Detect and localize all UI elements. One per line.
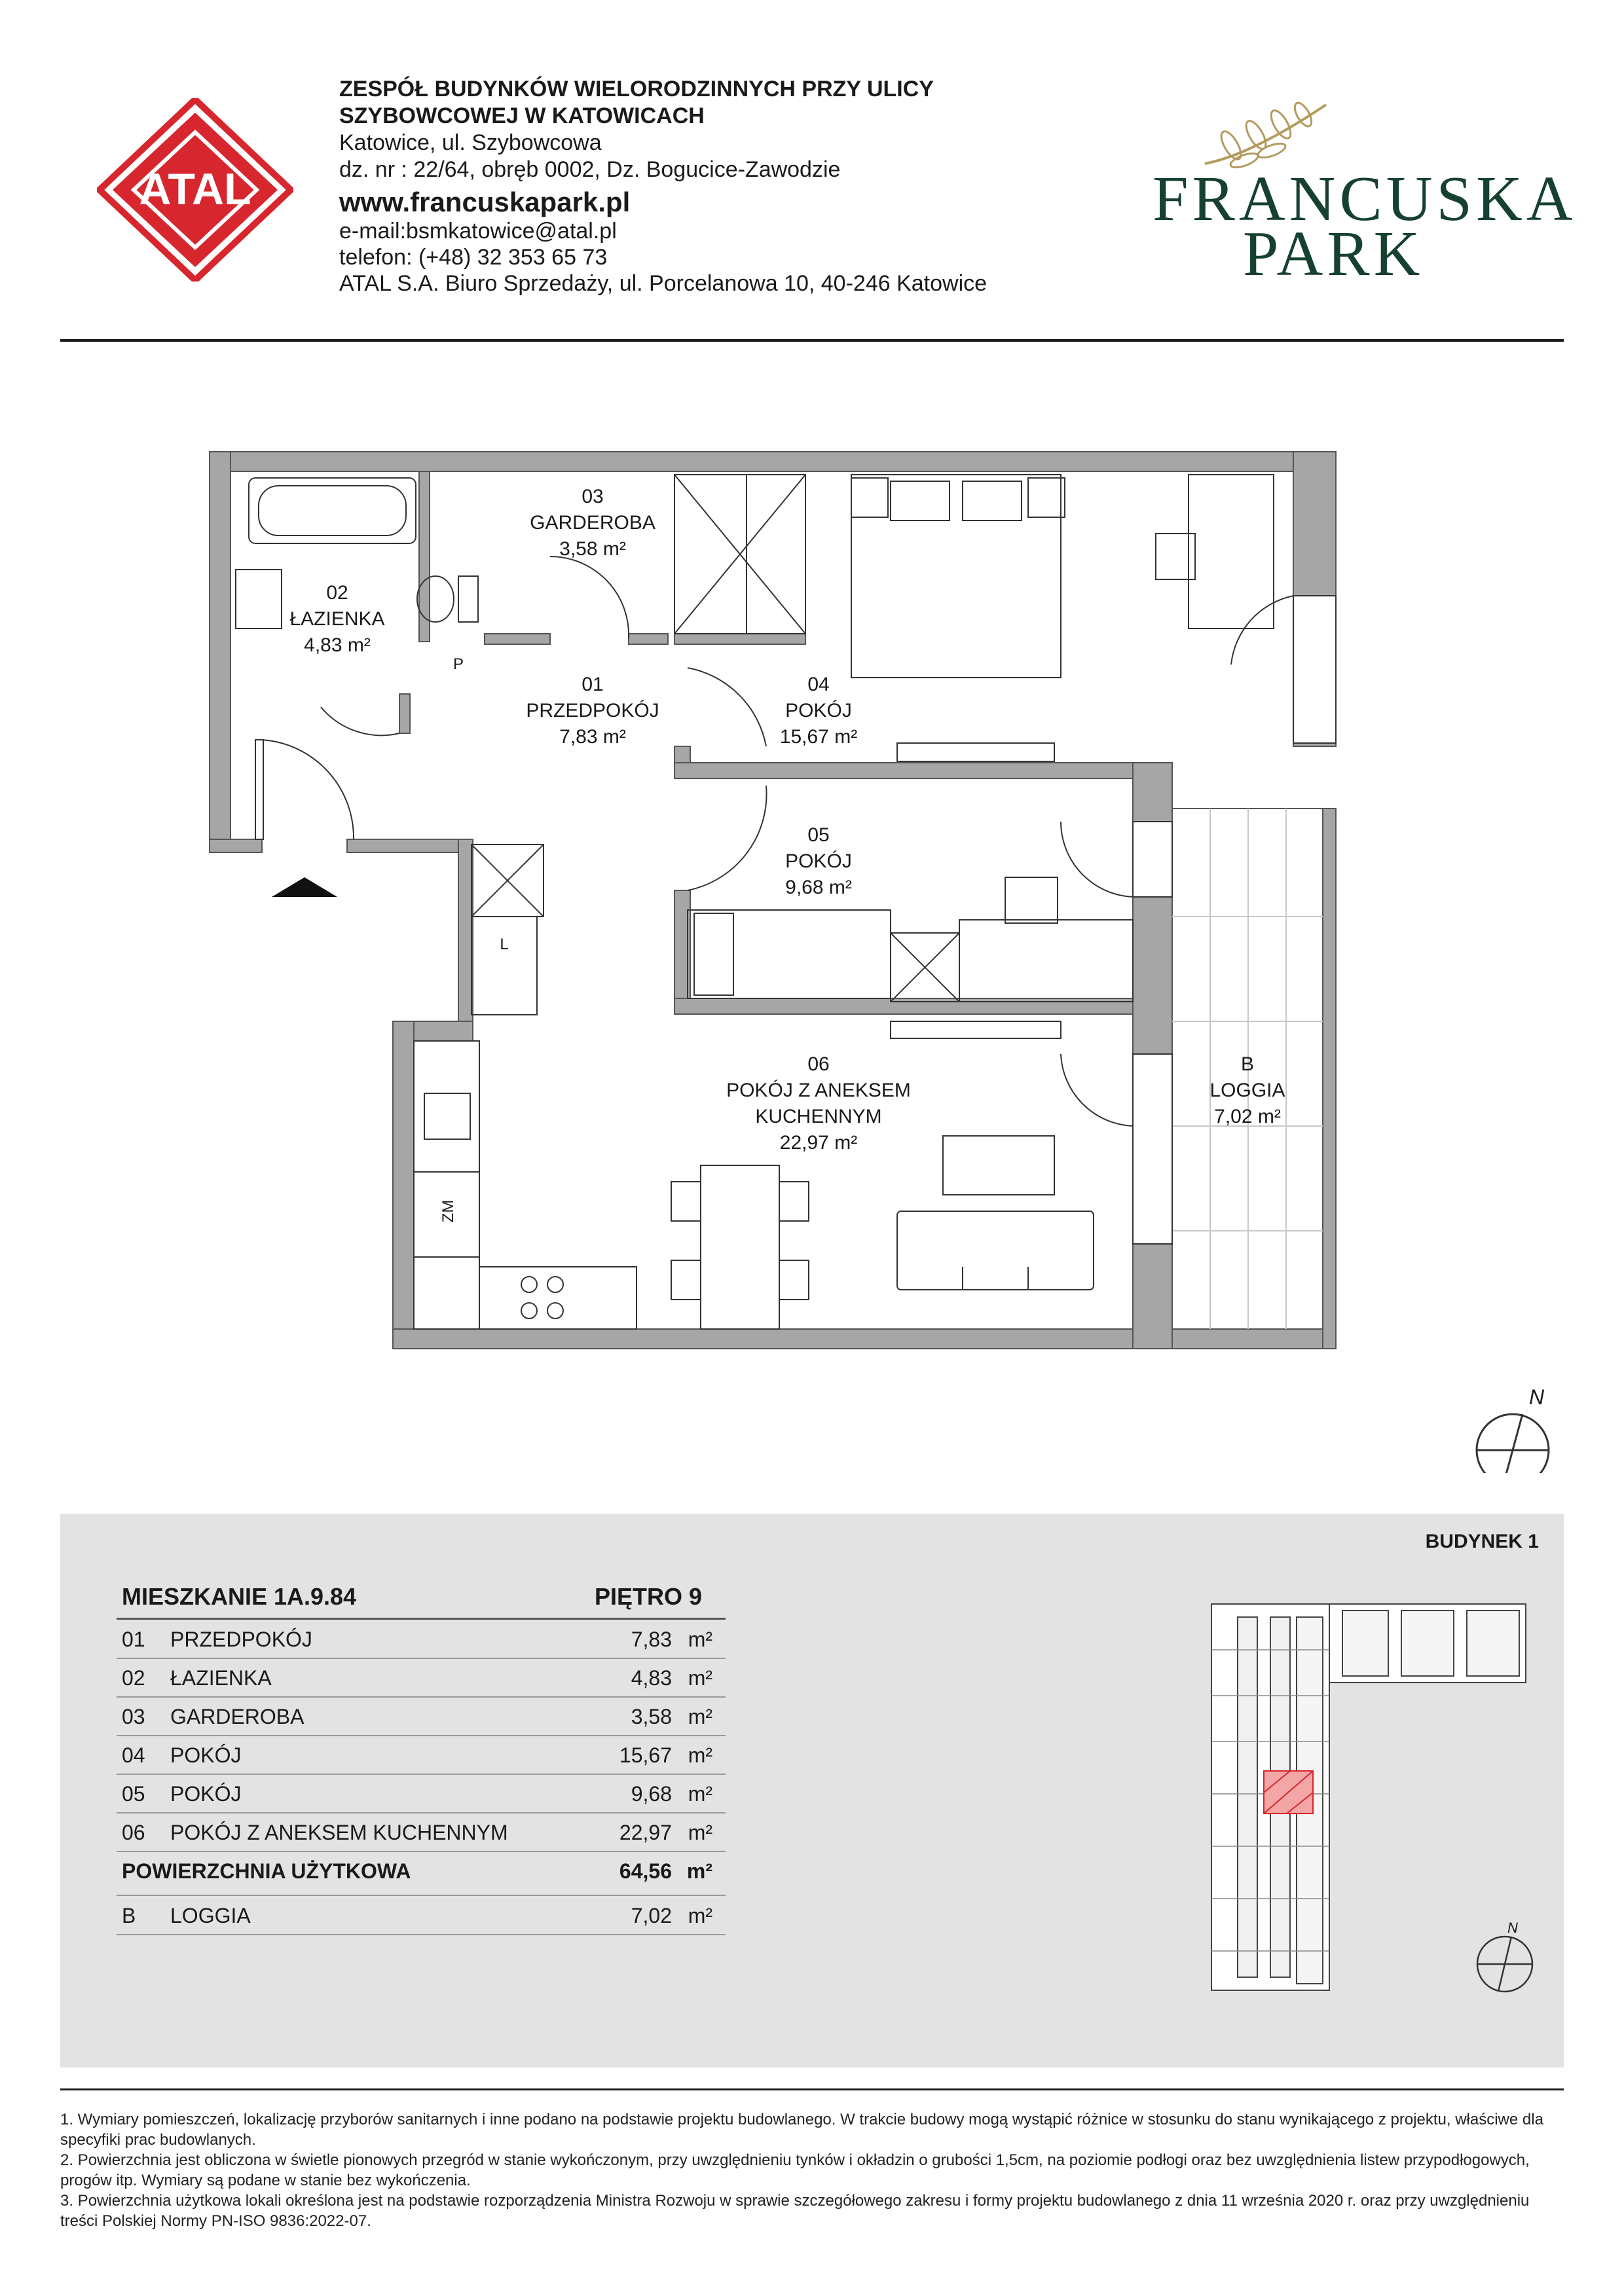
fixture-label-p: P <box>453 655 464 673</box>
compass-icon: N <box>1475 1385 1550 1473</box>
fixture-label-l: L <box>500 936 508 953</box>
room-label-02: 02 ŁAZIENKA 4,83 m² <box>289 582 384 656</box>
bathtub-icon <box>248 477 416 544</box>
key-plan-compass-icon: N <box>1476 1920 1534 1993</box>
atal-logo: ATAL <box>94 95 296 285</box>
svg-text:PRZEDPOKÓJ: PRZEDPOKÓJ <box>526 700 659 721</box>
svg-text:POKÓJ Z ANEKSEM: POKÓJ Z ANEKSEM <box>726 1080 911 1101</box>
office-text: ATAL S.A. Biuro Sprzedaży, ul. Porcelano… <box>339 271 987 296</box>
laurel-icon <box>1204 101 1327 169</box>
dining-table-icon <box>700 1165 780 1330</box>
project-address: Katowice, ul. Szybowcowa <box>339 130 602 155</box>
project-title-line2: SZYBOWCOWEJ W KATOWICACH <box>339 103 705 128</box>
website-link[interactable]: www.francuskapark.pl <box>339 187 631 217</box>
svg-text:01: 01 <box>581 674 603 695</box>
room-label-b: B LOGGIA 7,02 m² <box>1209 1053 1285 1127</box>
svg-text:06: 06 <box>807 1053 829 1075</box>
room-label-01: 01 PRZEDPOKÓJ 7,83 m² <box>526 674 659 748</box>
svg-text:B: B <box>1241 1053 1254 1075</box>
svg-text:LOGGIA: LOGGIA <box>1209 1080 1285 1101</box>
header-divider <box>60 339 1564 342</box>
project-parcel: dz. nr : 22/64, obręb 0002, Dz. Bogucice… <box>339 157 841 182</box>
svg-text:POKÓJ: POKÓJ <box>785 850 852 872</box>
apartment-number: MIESZKANIE 1A.9.84 <box>122 1583 357 1610</box>
building-label: BUDYNEK 1 <box>1425 1531 1539 1552</box>
sink-icon <box>424 1093 471 1140</box>
svg-text:15,67 m²: 15,67 m² <box>780 726 857 748</box>
project-title-line1: ZESPÓŁ BUDYNKÓW WIELORODZINNYCH PRZY ULI… <box>339 77 934 101</box>
fixtures <box>235 474 1337 1330</box>
desk-icon <box>959 919 1134 1002</box>
svg-text:05: 05 <box>807 824 829 846</box>
phone-text: telefon: (+48) 32 353 65 73 <box>339 245 608 270</box>
svg-text:02: 02 <box>326 582 348 604</box>
sofa-icon <box>896 1211 1094 1290</box>
fixture-label-zm: ZM <box>439 1200 457 1223</box>
svg-text:N: N <box>1507 1920 1518 1936</box>
svg-text:22,97 m²: 22,97 m² <box>780 1132 857 1154</box>
loggia-floor <box>1172 808 1323 1330</box>
svg-text:7,83 m²: 7,83 m² <box>559 726 626 748</box>
washbasin-icon <box>235 569 282 629</box>
building-key-plan <box>1211 1603 1526 1991</box>
svg-text:KUCHENNYM: KUCHENNYM <box>755 1106 881 1127</box>
footnote-3: 3. Powierzchnia użytkowa lokali określon… <box>60 2192 1530 2230</box>
footnotes: 1. Wymiary pomieszczeń, lokalizację przy… <box>60 2109 1566 2231</box>
email-link[interactable]: e-mail:bsmkatowice@atal.pl <box>339 219 617 244</box>
svg-text:N: N <box>1529 1385 1545 1409</box>
floor-number: PIĘTRO 9 <box>595 1583 703 1610</box>
francuska-park-logo: FRANCUSKA PARK <box>1139 98 1573 289</box>
svg-text:ŁAZIENKA: ŁAZIENKA <box>289 608 384 630</box>
room-label-03: 03 GARDEROBA 3,58 m² <box>530 486 655 560</box>
brand-name-line2: PARK <box>1243 219 1424 289</box>
room-label-05: 05 POKÓJ 9,68 m² <box>785 824 852 898</box>
table-header-rule <box>117 1618 726 1620</box>
svg-text:04: 04 <box>807 674 829 695</box>
footer-divider <box>60 2088 1564 2090</box>
entrance-arrow-icon <box>272 877 337 897</box>
stove-icon <box>521 1276 538 1293</box>
footnote-1: 1. Wymiary pomieszczeń, lokalizację przy… <box>60 2111 1543 2149</box>
svg-text:POKÓJ: POKÓJ <box>785 700 852 721</box>
svg-text:9,68 m²: 9,68 m² <box>785 877 852 898</box>
desk-icon <box>1188 474 1274 629</box>
room-label-04: 04 POKÓJ 15,67 m² <box>780 674 857 748</box>
atal-logo-text: ATAL <box>139 164 251 214</box>
single-bed-icon <box>687 909 891 999</box>
svg-text:4,83 m²: 4,83 m² <box>304 634 371 656</box>
svg-text:GARDEROBA: GARDEROBA <box>530 512 655 534</box>
svg-text:3,58 m²: 3,58 m² <box>559 538 626 560</box>
svg-text:7,02 m²: 7,02 m² <box>1214 1106 1281 1127</box>
floor-plan: P L ZM 03 GARDEROBA 3,58 m² 02 ŁAZIENKA … <box>209 451 1550 1473</box>
bed-icon <box>851 474 1061 678</box>
toilet-icon <box>416 575 454 623</box>
kitchen-counter <box>413 1040 480 1330</box>
room-label-06: 06 POKÓJ Z ANEKSEM KUCHENNYM 22,97 m² <box>726 1053 911 1154</box>
brand-name-line1: FRANCUSKA <box>1153 164 1577 234</box>
svg-text:03: 03 <box>581 486 603 507</box>
footnote-2: 2. Powierzchnia jest obliczona w świetle… <box>60 2151 1530 2189</box>
